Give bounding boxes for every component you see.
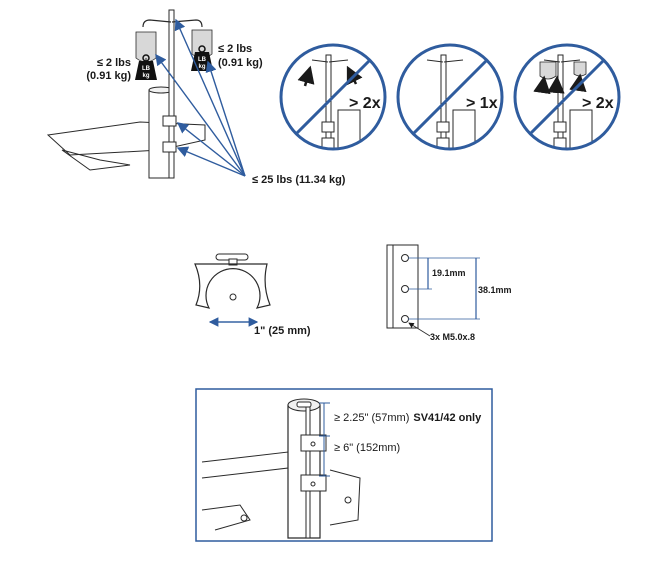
weight-icon: LB kg bbox=[135, 54, 157, 80]
iv-pole-illustration: LB kg LB kg ≤ 2 lbs (0.91 kg) ≤ 2 lbs (0… bbox=[46, 9, 346, 186]
total-weight-limit: ≤ 25 lbs (11.34 kg) bbox=[252, 174, 346, 186]
clearance-panel: ≥ 2.25" (57mm)SV41/42 only ≥ 6" (152mm) bbox=[195, 388, 493, 542]
clamp-diameter-label: 1" (25 mm) bbox=[254, 325, 311, 337]
mid-clearance-label: ≥ 6" (152mm) bbox=[334, 442, 400, 454]
top-clearance-label: ≥ 2.25" (57mm)SV41/42 only bbox=[334, 412, 482, 424]
right-bag-limit: ≤ 2 lbs bbox=[218, 43, 252, 55]
clamp-diagram: 1" (25 mm) bbox=[194, 253, 311, 337]
prohibition-label: > 2x bbox=[582, 95, 614, 112]
screw-spec-label: 3x M5.0x.8 bbox=[430, 332, 475, 342]
prohibition-label: > 1x bbox=[466, 95, 498, 112]
left-bag-limit-metric: (0.91 kg) bbox=[86, 70, 131, 82]
prohibition-circle-2: > 1x bbox=[396, 43, 504, 151]
weight-pointer-lines bbox=[155, 18, 246, 177]
prohibition-circle-3: > 2x bbox=[513, 43, 621, 151]
svg-text:LB: LB bbox=[198, 57, 207, 63]
spacing-large-label: 38.1mm bbox=[478, 285, 512, 295]
svg-text:kg: kg bbox=[142, 73, 149, 79]
left-bag-limit: ≤ 2 lbs bbox=[97, 57, 131, 69]
spacing-small-label: 19.1mm bbox=[432, 268, 466, 278]
svg-text:LB: LB bbox=[142, 66, 151, 72]
prohibition-label: > 2x bbox=[349, 95, 381, 112]
right-bag-limit-metric: (0.91 kg) bbox=[218, 57, 263, 69]
svg-text:kg: kg bbox=[198, 64, 205, 70]
mount-plate-diagram: 19.1mm 38.1mm 3x M5.0x.8 bbox=[386, 244, 512, 342]
prohibition-circle-1: > 2x bbox=[279, 43, 387, 151]
